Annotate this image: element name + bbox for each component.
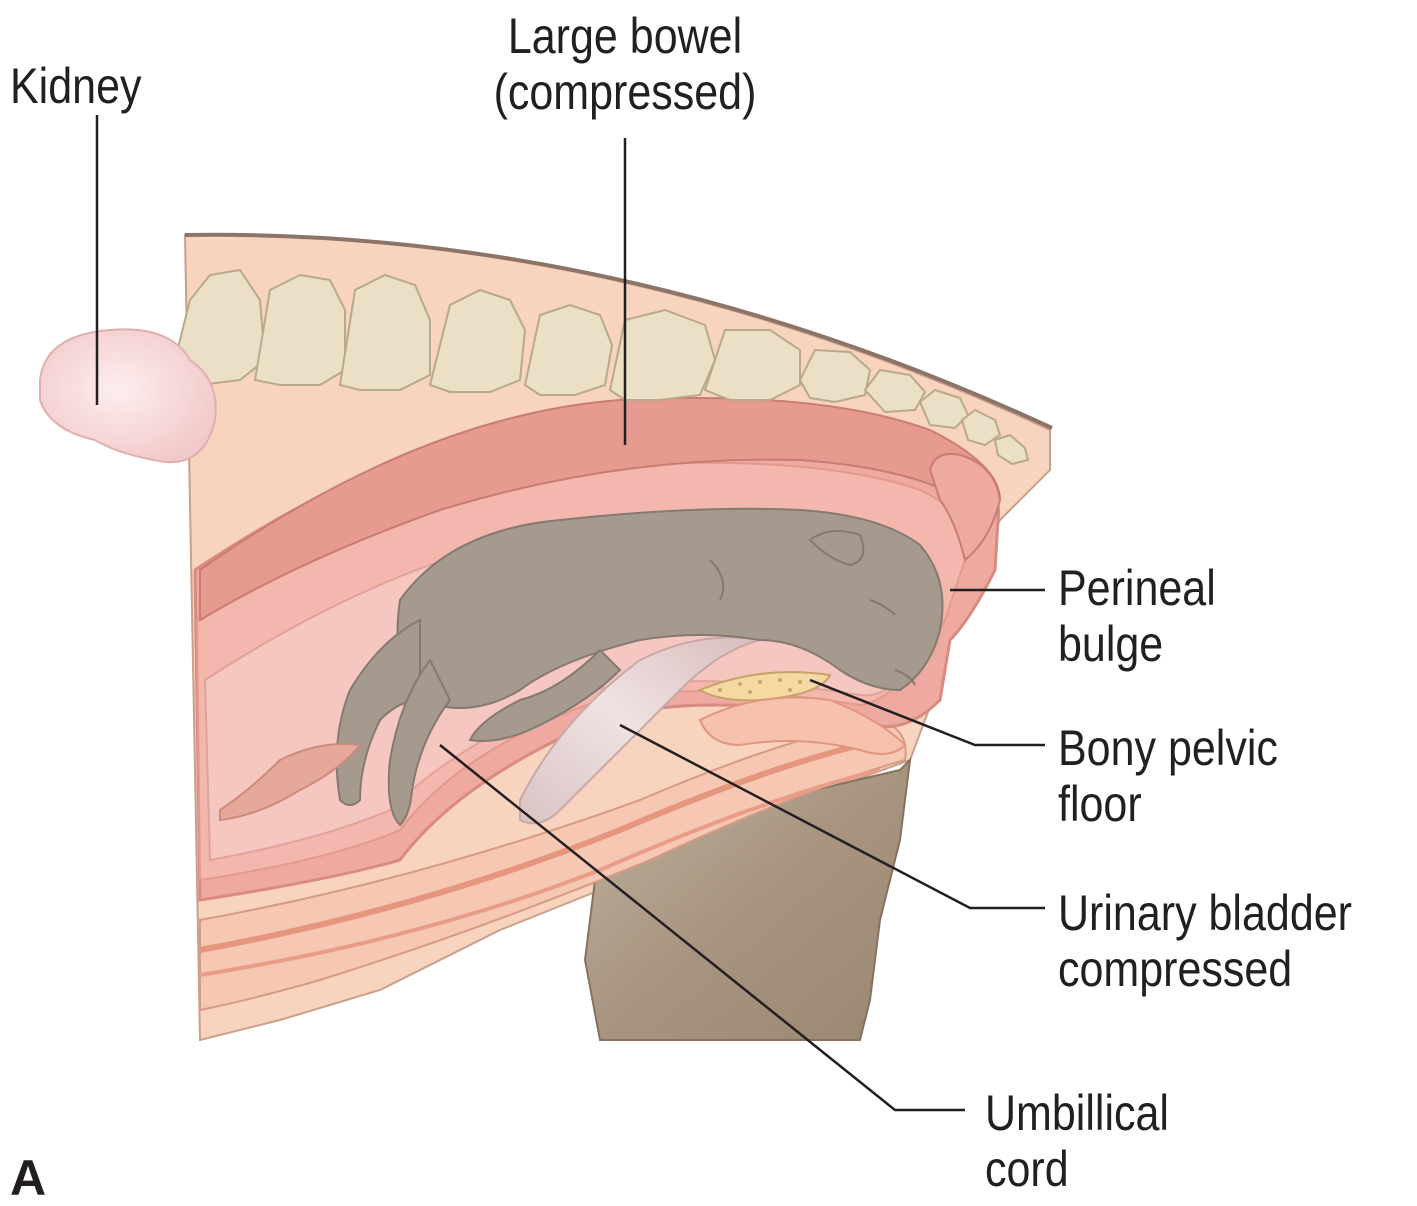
label-large-bowel-line-2: (compressed)	[492, 64, 759, 120]
panel-letter: A	[10, 1150, 46, 1206]
label-urinary-bladder: Urinary bladder compressed	[1058, 885, 1352, 997]
label-umbilical-cord: Umbillical cord	[985, 1085, 1169, 1197]
label-perineal-bulge-line-1: Perineal	[1058, 560, 1216, 616]
label-bony-pelvic-floor-line-2: floor	[1058, 776, 1278, 832]
label-umbilical-cord-line-2: cord	[985, 1141, 1169, 1197]
label-kidney: Kidney	[10, 58, 141, 114]
label-urinary-bladder-line-1: Urinary bladder	[1058, 885, 1352, 941]
label-perineal-bulge-line-2: bulge	[1058, 616, 1216, 672]
label-bony-pelvic-floor: Bony pelvic floor	[1058, 720, 1278, 832]
label-perineal-bulge: Perineal bulge	[1058, 560, 1216, 672]
label-bony-pelvic-floor-line-1: Bony pelvic	[1058, 720, 1278, 776]
label-urinary-bladder-line-2: compressed	[1058, 941, 1352, 997]
label-kidney-line-1: Kidney	[10, 58, 141, 114]
label-large-bowel-line-1: Large bowel	[492, 8, 759, 64]
label-umbilical-cord-line-1: Umbillical	[985, 1085, 1169, 1141]
label-large-bowel: Large bowel (compressed)	[492, 8, 759, 120]
